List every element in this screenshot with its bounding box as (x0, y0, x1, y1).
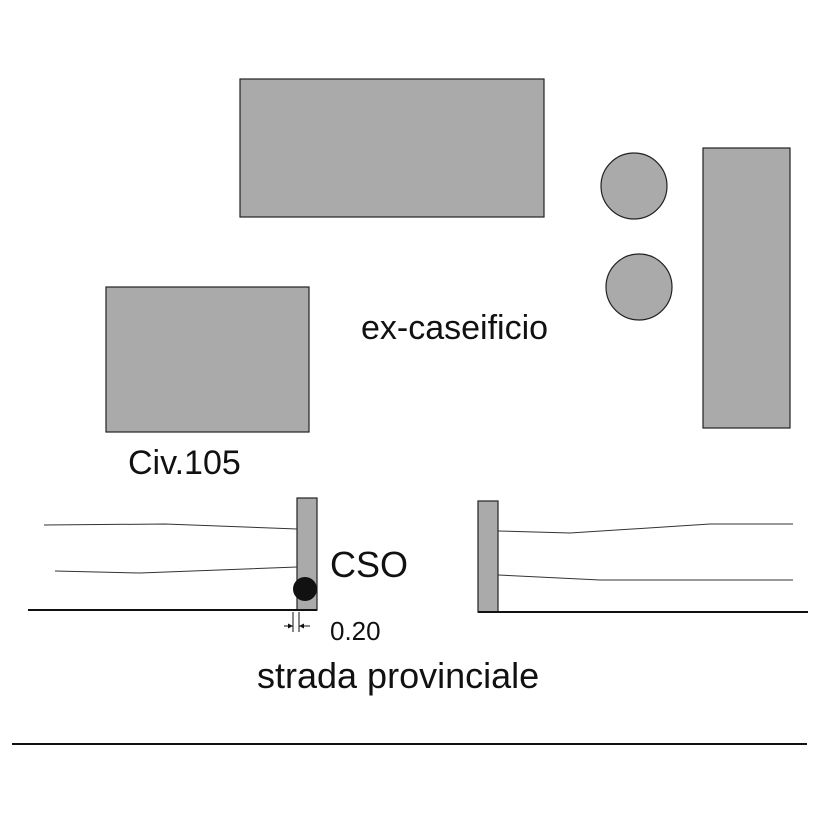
fence-line-left-lower (54, 566, 298, 574)
silo-upper (600, 152, 668, 220)
label-strada-provinciale: strada provinciale (257, 655, 539, 696)
dimension-marker (284, 612, 310, 632)
building-top (239, 78, 545, 218)
label-cso: CSO (330, 544, 408, 585)
label-ex-caseificio: ex-caseificio (361, 309, 548, 347)
cso-marker (293, 577, 317, 601)
fence-line-left-upper (43, 523, 298, 530)
fence-line-right-upper (497, 523, 793, 534)
building-civ105 (105, 286, 310, 433)
building-east (702, 147, 791, 429)
gate-post-right (477, 500, 499, 613)
silo-lower (605, 253, 673, 321)
label-offset: 0.20 (330, 616, 381, 646)
fence-line-right-lower (497, 574, 793, 581)
label-civ105: Civ.105 (128, 444, 241, 482)
